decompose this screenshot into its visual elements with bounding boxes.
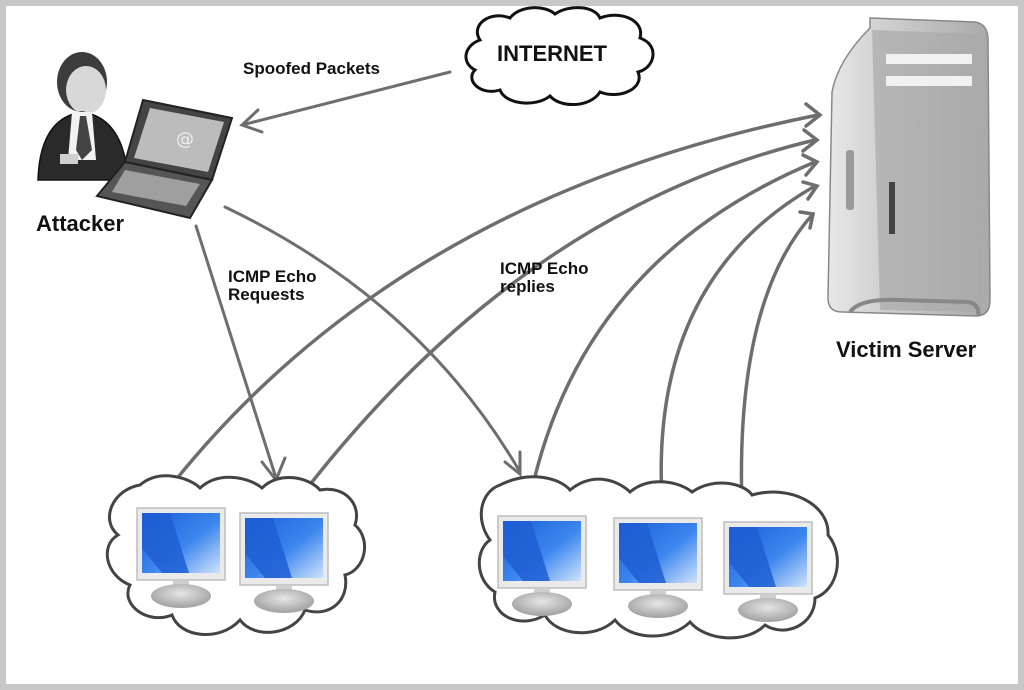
echo-reply-arrow-1 xyxy=(158,102,823,502)
internet-cloud-icon xyxy=(464,6,655,107)
echo-reply-arrow-3 xyxy=(528,153,820,500)
echo-reply-arrow-4 xyxy=(659,180,820,502)
echo-reply-arrow-5 xyxy=(739,210,816,510)
svg-text:@: @ xyxy=(176,129,194,150)
echo-requests-label-line1: ICMP Echo xyxy=(228,267,317,286)
echo-reply-arrow-2 xyxy=(296,128,820,502)
spoofed-packets-arrow xyxy=(239,70,452,134)
echo-replies-label-line1: ICMP Echo xyxy=(500,259,589,278)
spoofed-packets-label: Spoofed Packets xyxy=(243,59,380,78)
echo-request-arrow-b xyxy=(223,205,522,478)
echo-requests-label-line2: Requests xyxy=(228,284,305,304)
echo-replies-label-line2: replies xyxy=(500,276,555,296)
echo-replies-label: ICMP Echo replies xyxy=(500,260,588,296)
echo-requests-label: ICMP Echo Requests xyxy=(228,268,316,304)
attacker-icon: @ xyxy=(37,52,234,220)
victim-server-icon xyxy=(827,17,991,317)
victim-server-label: Victim Server xyxy=(836,337,977,362)
internet-label: INTERNET xyxy=(497,41,607,66)
attacker-label: Attacker xyxy=(36,211,125,236)
